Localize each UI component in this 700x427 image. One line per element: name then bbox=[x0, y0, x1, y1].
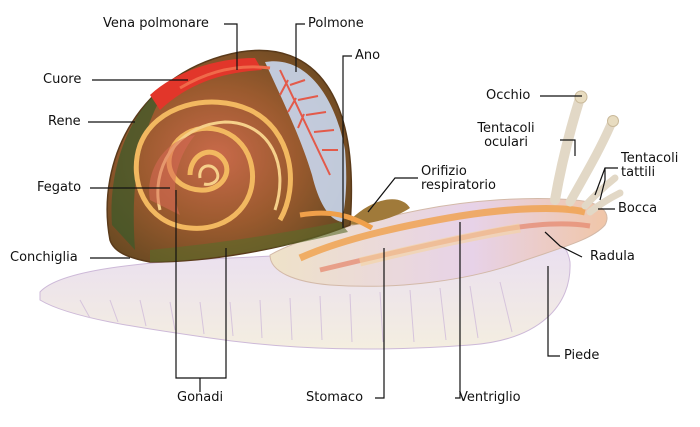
label-cuore: Cuore bbox=[43, 73, 81, 87]
label-gonadi: Gonadi bbox=[177, 391, 223, 405]
label-tentacoli-tattili: Tentacoli tattili bbox=[621, 152, 678, 180]
label-vena-polmonare: Vena polmonare bbox=[103, 17, 209, 31]
label-polmone: Polmone bbox=[308, 17, 364, 31]
label-piede: Piede bbox=[564, 349, 599, 363]
label-occhio: Occhio bbox=[486, 89, 530, 103]
eye-left bbox=[575, 91, 587, 103]
eye-right bbox=[608, 116, 619, 127]
label-radula: Radula bbox=[590, 250, 635, 264]
label-conchiglia: Conchiglia bbox=[10, 251, 78, 265]
label-rene: Rene bbox=[48, 115, 81, 129]
label-bocca: Bocca bbox=[618, 202, 657, 216]
label-ventriglio: Ventriglio bbox=[459, 391, 521, 405]
label-stomaco: Stomaco bbox=[306, 391, 363, 405]
label-fegato: Fegato bbox=[37, 181, 81, 195]
label-orifizio-respiratorio: Orifizio respiratorio bbox=[421, 165, 496, 193]
label-tentacoli-oculari: Tentacoli oculari bbox=[466, 122, 546, 150]
label-ano: Ano bbox=[355, 49, 380, 63]
